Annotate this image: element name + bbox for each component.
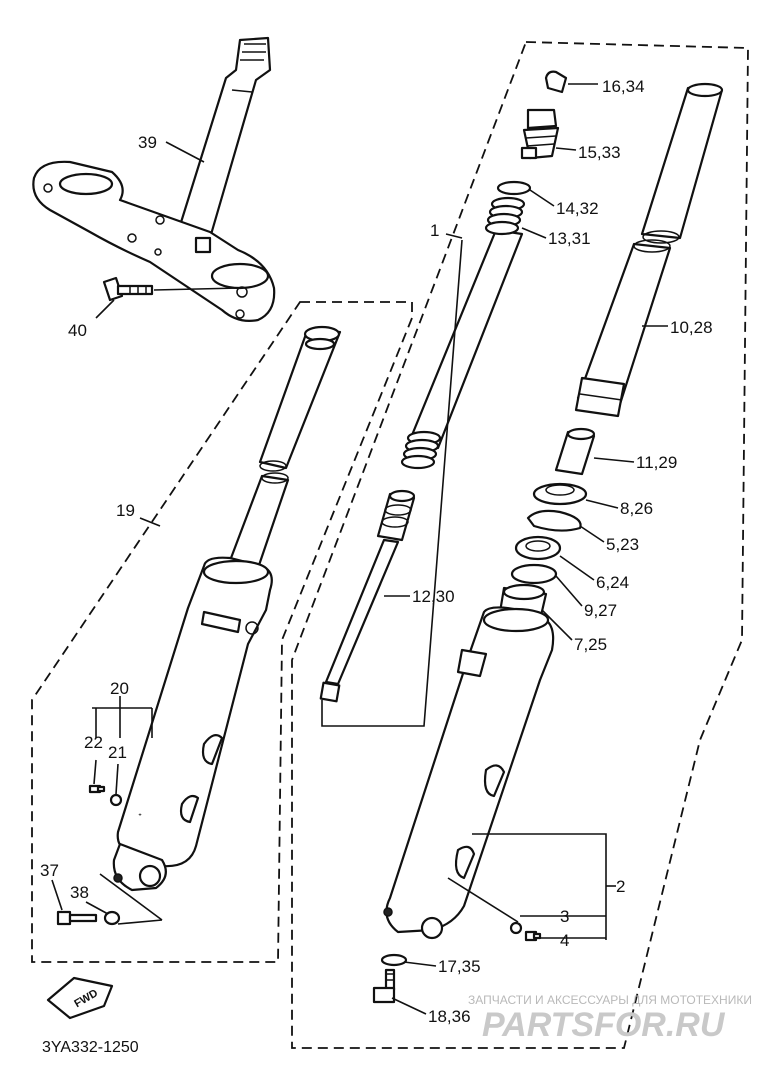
label-4: 4 (560, 931, 569, 950)
label-2: 2 (616, 877, 625, 896)
label-8-26: 8,26 (620, 499, 653, 518)
bolt-37 (56, 910, 98, 926)
label-16-34: 16,34 (602, 77, 645, 96)
washer-9-27 (510, 563, 558, 585)
label-37: 37 (40, 861, 59, 880)
label-7-25: 7,25 (574, 635, 607, 654)
spacer-14-32 (496, 180, 532, 196)
washer-38 (103, 910, 121, 926)
label-13-31: 13,31 (548, 229, 591, 248)
dust-seal-8-26 (532, 482, 588, 506)
circlip-5-23 (526, 509, 582, 532)
svg-text:ᐩ: ᐩ (138, 812, 142, 823)
label-1: 1 (430, 221, 439, 240)
fwd-arrow-icon: FWD (46, 976, 114, 1020)
outer-tube-2 (383, 606, 555, 940)
left-fork-assembly: ᐩ (112, 325, 342, 892)
group-outline-left-fork (31, 301, 413, 963)
label-22: 22 (84, 733, 103, 752)
cap-16-34 (544, 70, 568, 94)
label-10-28: 10,28 (670, 318, 713, 337)
damper-rod-12-30 (319, 489, 416, 703)
label-11-29: 11,29 (636, 453, 677, 472)
label-18-36: 18,36 (428, 1007, 471, 1026)
label-19: 19 (116, 501, 135, 520)
screw-22 (88, 784, 106, 794)
screw-4 (524, 930, 542, 942)
label-38: 38 (70, 883, 89, 902)
watermark-brand: PARTSFOR.RU (482, 1006, 726, 1044)
label-3: 3 (560, 907, 569, 926)
label-40: 40 (68, 321, 87, 340)
steering-stem-assembly (32, 36, 276, 322)
label-15-33: 15,33 (578, 143, 621, 162)
label-39: 39 (138, 133, 157, 152)
spring-13-31 (484, 196, 526, 236)
inner-tube-10-28 (574, 82, 724, 418)
group-outline-right-fork (291, 41, 749, 1049)
label-14-32: 14,32 (556, 199, 599, 218)
label-12-30: 12,30 (412, 587, 455, 606)
label-9-27: 9,27 (584, 601, 617, 620)
washer-3 (509, 921, 523, 935)
inner-tube-1 (400, 196, 526, 470)
washer-21 (109, 793, 123, 807)
label-20: 20 (110, 679, 129, 698)
watermark-tagline: ЗАПЧАСТИ И АКСЕССУАРЫ ДЛЯ МОТОТЕХНИКИ (468, 993, 752, 1007)
label-17-35: 17,35 (438, 957, 481, 976)
bolt-40 (102, 276, 154, 302)
gasket-17-35 (380, 953, 408, 967)
oil-seal-6-24 (514, 535, 562, 561)
label-5-23: 5,23 (606, 535, 639, 554)
label-6-24: 6,24 (596, 573, 629, 592)
cap-bolt-15-33 (520, 108, 560, 160)
diagram-code: 3YA332-1250 (42, 1039, 139, 1056)
bushing-11-29 (554, 427, 596, 476)
label-21: 21 (108, 743, 127, 762)
bolt-18-36 (372, 968, 396, 1004)
